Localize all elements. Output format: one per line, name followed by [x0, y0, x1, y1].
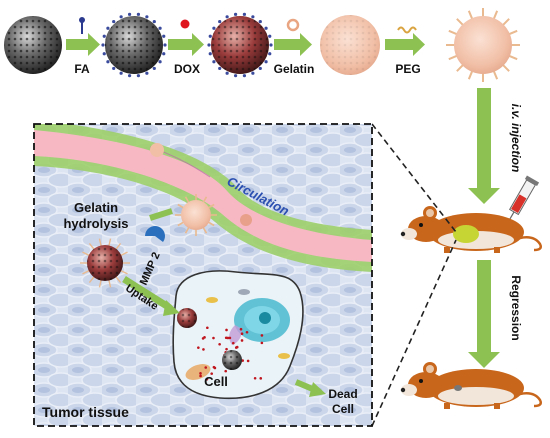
- gelatin-hydrolysis-label-2: hydrolysis: [63, 216, 128, 231]
- step-label-gelatin: Gelatin: [274, 62, 315, 76]
- regression-label: Regression: [509, 275, 523, 340]
- gelatin-icon: [286, 18, 300, 32]
- zoom-line-top: [371, 123, 457, 233]
- mouse-with-tumor: [400, 206, 542, 253]
- tumor-icon: [453, 225, 479, 243]
- tumor-tissue-inset: [34, 124, 372, 426]
- fa-ligand-dots: [101, 12, 167, 78]
- dead-cell-label-2: Cell: [332, 402, 354, 416]
- dox-drug-icon: [180, 19, 190, 29]
- cell-label: Cell: [204, 374, 228, 389]
- internalized-nanoparticle: [177, 308, 197, 328]
- nanoparticle-bare: [4, 16, 62, 74]
- internalized-nanoparticle-2: [222, 350, 242, 370]
- iv-injection-label: i.v. injection: [509, 104, 523, 173]
- step-label-fa: FA: [74, 62, 90, 76]
- gelatin-hydrolysis-label-1: Gelatin: [74, 200, 118, 215]
- step-label-peg: PEG: [395, 62, 420, 76]
- syringe-icon: [506, 175, 540, 225]
- nanoparticle-hydrolysed: [80, 238, 130, 288]
- arrow-regression: [468, 260, 500, 368]
- mmp2-enzyme-icon: [145, 226, 165, 242]
- nanoparticle-fa: [101, 12, 167, 78]
- arrow-dead-cell: [294, 379, 326, 397]
- arrow-to-circulation: [149, 208, 173, 221]
- arrow-dox-step: [168, 33, 204, 56]
- blood-vessel: [34, 124, 372, 272]
- nanoparticle-dox: [207, 12, 273, 78]
- peg-chain-icon: [397, 26, 417, 34]
- folic-acid-icon: [79, 17, 85, 34]
- tumor-cell: [172, 270, 304, 400]
- fa-ligand-dots: [207, 12, 273, 78]
- dead-cell-label-1: Dead: [328, 387, 357, 401]
- nanoparticle-in-circulation: [175, 194, 217, 236]
- arrow-gelatin-step: [274, 33, 312, 56]
- arrow-fa-step: [66, 33, 100, 56]
- arrow-iv-injection: [468, 88, 500, 204]
- mouse-healthy: [400, 362, 542, 409]
- zoom-line-bottom: [371, 239, 457, 427]
- nanoparticle-gelatin: [320, 15, 380, 75]
- small-nanoparticle: [240, 214, 252, 226]
- arrow-uptake: [122, 276, 180, 316]
- arrow-peg-step: [385, 33, 425, 56]
- nanoparticle-pegylated: [446, 8, 520, 82]
- tumor-tissue-label: Tumor tissue: [42, 404, 129, 420]
- step-label-dox: DOX: [174, 62, 200, 76]
- inset-border: [33, 123, 373, 427]
